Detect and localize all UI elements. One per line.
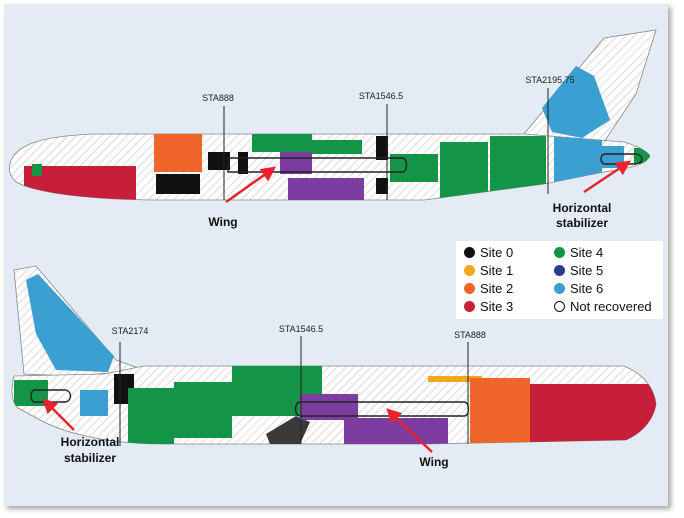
top-black-block-1 xyxy=(156,174,200,194)
legend-label-site-0: Site 0 xyxy=(480,245,514,260)
bottom-stabilizer-callout-line1: Horizontal xyxy=(61,435,120,449)
top-tail-fin-blue xyxy=(542,66,610,138)
legend-swatch-site-6 xyxy=(554,283,565,294)
top-stabilizer-outline xyxy=(600,153,643,165)
top-black-block-5 xyxy=(376,178,388,194)
bottom-red-nose xyxy=(530,384,657,444)
legend-swatch-site-4 xyxy=(554,247,565,258)
bottom-tail-fin-blue xyxy=(26,274,114,372)
legend-item-site-6: Site 6 xyxy=(554,281,603,296)
legend-item-site-2: Site 2 xyxy=(464,281,513,296)
top-orange-block xyxy=(154,134,202,172)
top-aircraft: STA888 STA1546.5 STA2195.75 Wing Horizon… xyxy=(8,29,657,230)
top-stabilizer-arrow xyxy=(583,160,632,194)
top-purple-lower xyxy=(288,178,364,200)
top-green-upper-2 xyxy=(312,140,362,154)
top-sta2195-label: STA2195.75 xyxy=(525,75,574,85)
top-sta1546-label: STA1546.5 xyxy=(359,91,403,101)
bottom-aircraft: STA2174 STA1546.5 STA888 Horizontal stab… xyxy=(11,265,657,469)
legend-label-site-5: Site 5 xyxy=(570,263,604,278)
bottom-green-1 xyxy=(128,388,174,444)
bottom-stabilizer-callout-line2: stabilizer xyxy=(64,451,116,465)
top-blue-tail xyxy=(554,134,602,182)
top-green-mid-3 xyxy=(490,136,546,196)
bottom-yellow-strip xyxy=(428,376,482,382)
legend-label-site-1: Site 1 xyxy=(480,263,514,278)
top-wing-outline xyxy=(227,157,408,173)
legend-item-site-0: Site 0 xyxy=(464,245,513,260)
top-stabilizer-callout-line1: Horizontal xyxy=(553,201,612,215)
top-black-block-4 xyxy=(376,136,388,160)
legend-swatch-site-2 xyxy=(464,283,475,294)
top-black-block-3 xyxy=(238,152,248,174)
bottom-sta2174-label: STA2174 xyxy=(112,326,149,336)
bottom-stabilizer-outline xyxy=(30,389,72,403)
bottom-orange-block xyxy=(470,378,530,444)
bottom-sta888-label: STA888 xyxy=(454,330,486,340)
top-wing-arrow xyxy=(225,166,277,204)
legend-label-site-4: Site 4 xyxy=(570,245,604,260)
legend-swatch-site-0 xyxy=(464,247,475,258)
bottom-gray-block xyxy=(266,416,310,444)
legend-label-site-6: Site 6 xyxy=(570,281,604,296)
top-wing-callout: Wing xyxy=(208,215,237,229)
bottom-sta1546-label: STA1546.5 xyxy=(279,324,323,334)
bottom-purple-lower xyxy=(344,418,448,444)
top-green-mid-2 xyxy=(440,142,488,198)
legend-label-site-2: Site 2 xyxy=(480,281,514,296)
diagram-frame: STA888 STA1546.5 STA2195.75 Wing Horizon… xyxy=(4,4,668,506)
bottom-stabilizer-arrow xyxy=(42,398,75,431)
top-sta888-label: STA888 xyxy=(202,93,234,103)
legend-label-not-recovered: Not recovered xyxy=(570,299,652,314)
bottom-blue-tail xyxy=(80,390,108,416)
legend-swatch-not-recovered xyxy=(554,301,565,312)
top-green-tail-tip xyxy=(634,148,650,164)
top-nose-green xyxy=(32,164,42,176)
legend-item-site-4: Site 4 xyxy=(554,245,603,260)
top-purple-upper xyxy=(280,152,312,174)
aircraft-recovery-diagram: STA888 STA1546.5 STA2195.75 Wing Horizon… xyxy=(8,29,657,469)
legend-swatch-site-1 xyxy=(464,265,475,276)
legend-label-site-3: Site 3 xyxy=(480,299,514,314)
legend-item-site-1: Site 1 xyxy=(464,263,513,278)
legend-swatch-site-3 xyxy=(464,301,475,312)
top-black-block-2 xyxy=(208,152,230,170)
bottom-wing-outline xyxy=(294,401,470,417)
legend-item-site-3: Site 3 xyxy=(464,299,513,314)
bottom-wing-arrow xyxy=(386,408,433,453)
legend-swatch-site-5 xyxy=(554,265,565,276)
legend: Site 0 Site 4 Site 1 Site 5 Site 2 Site … xyxy=(456,241,663,319)
legend-item-site-5: Site 5 xyxy=(554,263,603,278)
bottom-wing-callout: Wing xyxy=(419,455,448,469)
top-stabilizer-callout-line2: stabilizer xyxy=(556,216,608,230)
bottom-green-2 xyxy=(174,382,232,438)
top-green-upper xyxy=(252,134,312,152)
legend-item-not-recovered: Not recovered xyxy=(554,299,652,314)
